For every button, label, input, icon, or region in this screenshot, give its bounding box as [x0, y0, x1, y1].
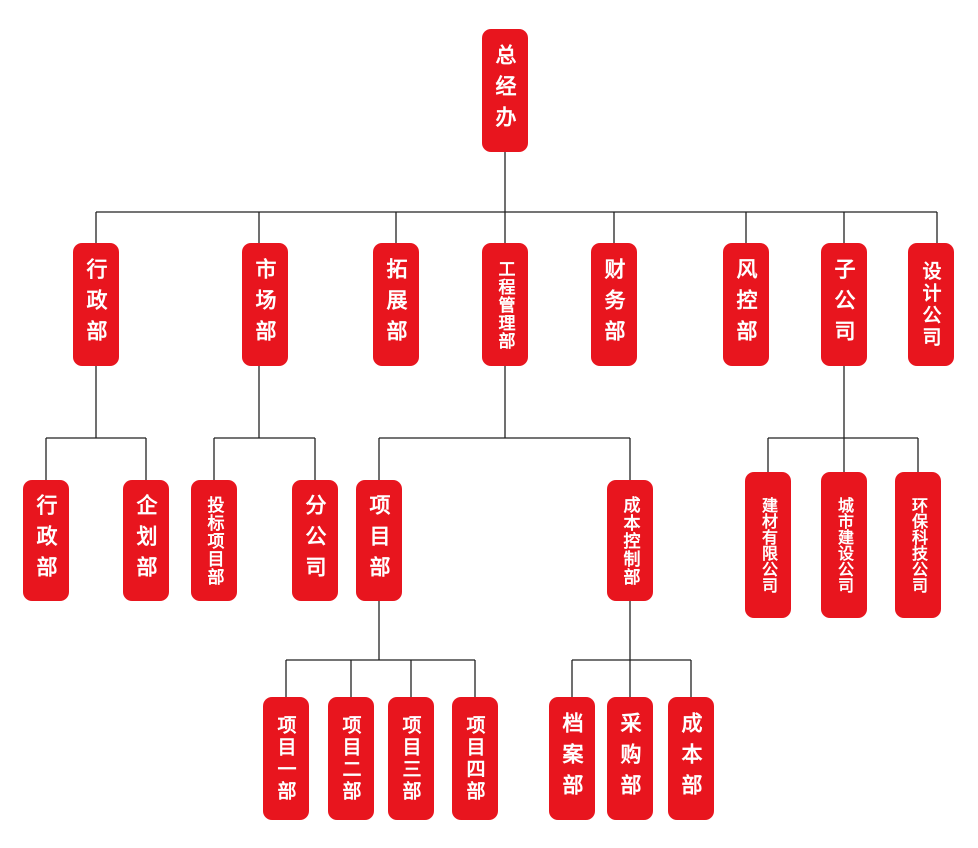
node-admin-office: 行政部 [23, 480, 69, 601]
node-project-3: 项目三部 [388, 697, 434, 820]
node-l1-admin: 行政部 [73, 243, 119, 366]
node-l1-subsidiary: 子公司 [821, 243, 867, 366]
node-project-2: 项目二部 [328, 697, 374, 820]
node-top: 总经办 [482, 29, 528, 152]
node-cost-purchasing: 采购部 [607, 697, 653, 820]
node-l1-design: 设计公司 [908, 243, 954, 366]
node-market-branch: 分公司 [292, 480, 338, 601]
node-l1-market: 市场部 [242, 243, 288, 366]
node-project-4: 项目四部 [452, 697, 498, 820]
node-eng-cost-control: 成本控制部 [607, 480, 653, 601]
node-admin-planning: 企划部 [123, 480, 169, 601]
node-l1-engineering: 工程管理部 [482, 243, 528, 366]
node-cost-archive: 档案部 [549, 697, 595, 820]
node-sub-building-materials: 建材有限公司 [745, 472, 791, 618]
node-sub-urban-construction: 城市建设公司 [821, 472, 867, 618]
node-l1-risk: 风控部 [723, 243, 769, 366]
node-l1-expansion: 拓展部 [373, 243, 419, 366]
node-sub-environmental-tech: 环保科技公司 [895, 472, 941, 618]
node-cost-cost: 成本部 [668, 697, 714, 820]
node-eng-project: 项目部 [356, 480, 402, 601]
node-market-bidding: 投标项目部 [191, 480, 237, 601]
node-project-1: 项目一部 [263, 697, 309, 820]
node-l1-finance: 财务部 [591, 243, 637, 366]
